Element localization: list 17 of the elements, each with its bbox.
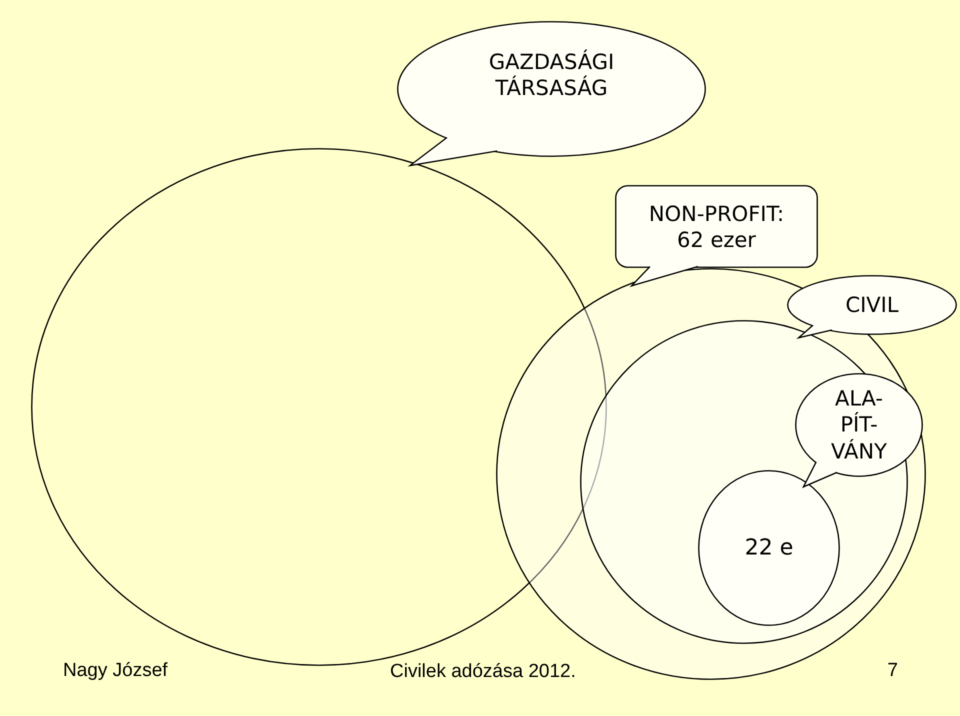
count-label: 22 e (744, 534, 794, 562)
bubble-tail (630, 266, 699, 286)
callout-text: NON-PROFIT: 62 ezer (648, 200, 786, 253)
speech-bubble (615, 185, 818, 268)
callout-text: CIVIL (845, 292, 899, 318)
bubble-tail (802, 461, 838, 488)
page-number: 7 (887, 661, 898, 680)
callout-text: GAZDASÁGI TÁRSASÁG (488, 48, 616, 102)
bubble-tail (798, 324, 833, 338)
author-name: Nagy József (63, 661, 168, 680)
callout-text: ALA- PÍT- VÁNY (830, 386, 888, 464)
presentation-title: Civilek adózása 2012. (390, 662, 576, 681)
speech-bubble (787, 275, 957, 335)
venn-circle (698, 470, 840, 626)
speech-bubble (795, 373, 923, 477)
speech-bubble (397, 21, 706, 157)
bubble-tail (409, 136, 498, 166)
